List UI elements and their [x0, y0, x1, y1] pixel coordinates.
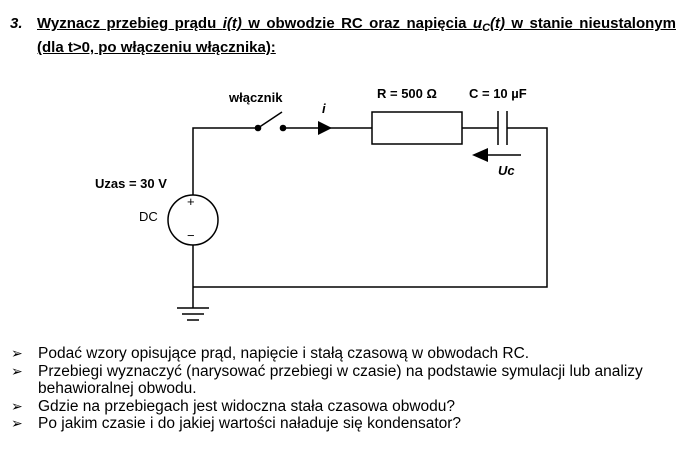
task-text-b: w obwodzie RC oraz napięcia [241, 15, 473, 32]
switch-icon [254, 111, 287, 132]
capacitor-voltage-arrow-icon [472, 148, 521, 162]
question-list: ➢ Podać wzory opisujące prąd, napięcie i … [10, 345, 678, 433]
capacitor-icon [497, 111, 508, 145]
current-label: i [322, 101, 326, 116]
task-text-a: Wyznacz przebieg prądu [37, 15, 223, 32]
ground-symbol-icon [177, 307, 209, 321]
list-item: ➢ Gdzie na przebiegach jest widoczna stał… [10, 398, 678, 416]
task-heading: 3. Wyznacz przebieg prądu i(t) w obwodzi… [10, 14, 676, 57]
current-arrow-icon [318, 121, 332, 135]
task-number: 3. [10, 15, 23, 32]
source-voltage-label: Uzas = 30 V [95, 176, 167, 191]
bullet-text: Przebiegi wyznaczyć (narysować przebiegi… [38, 362, 643, 398]
list-item: ➢ Podać wzory opisujące prąd, napięcie i … [10, 345, 678, 363]
source-type-label: DC [139, 209, 158, 224]
arrow-bullet-icon: ➢ [11, 345, 23, 361]
voltage-time-arg: (t) [490, 15, 506, 32]
resistor-icon [371, 111, 463, 145]
task-text: Wyznacz przebieg prądu i(t) w obwodzie R… [37, 14, 676, 57]
switch-label: włącznik [228, 90, 283, 105]
dc-voltage-source-icon [167, 194, 219, 246]
voltage-symbol: u [472, 15, 483, 32]
bullet-text: Gdzie na przebiegach jest widoczna stała… [38, 397, 456, 415]
resistor-label: R = 500 Ω [377, 86, 437, 101]
task-text-underlined: Wyznacz przebieg prądu i(t) w obwodzie R… [37, 15, 676, 56]
voltage-subscript: C [482, 22, 491, 34]
arrow-bullet-icon: ➢ [11, 362, 23, 379]
arrow-bullet-icon: ➢ [11, 397, 23, 414]
capacitor-label: C = 10 µF [469, 86, 527, 101]
capacitor-voltage-label: Uc [498, 163, 515, 178]
task-text-c: w stanie nieustalonym (dla t>0, po włącz… [37, 15, 676, 56]
wire-left-top [192, 127, 258, 195]
source-minus-sign: − [187, 228, 195, 243]
list-item: ➢ Przebiegi wyznaczyć (narysować przebieg… [10, 363, 678, 398]
arrow-bullet-icon: ➢ [11, 415, 23, 431]
source-plus-sign: + [187, 194, 195, 209]
list-item: ➢ Po jakim czasie i do jakiej wartości na… [10, 415, 678, 433]
bullet-text: Po jakim czasie i do jakiej wartości nał… [38, 415, 462, 432]
current-function: i(t) [222, 15, 242, 32]
wire-right-return [193, 127, 548, 288]
bullet-text: Podać wzory opisujące prąd, napięcie i s… [38, 345, 530, 362]
